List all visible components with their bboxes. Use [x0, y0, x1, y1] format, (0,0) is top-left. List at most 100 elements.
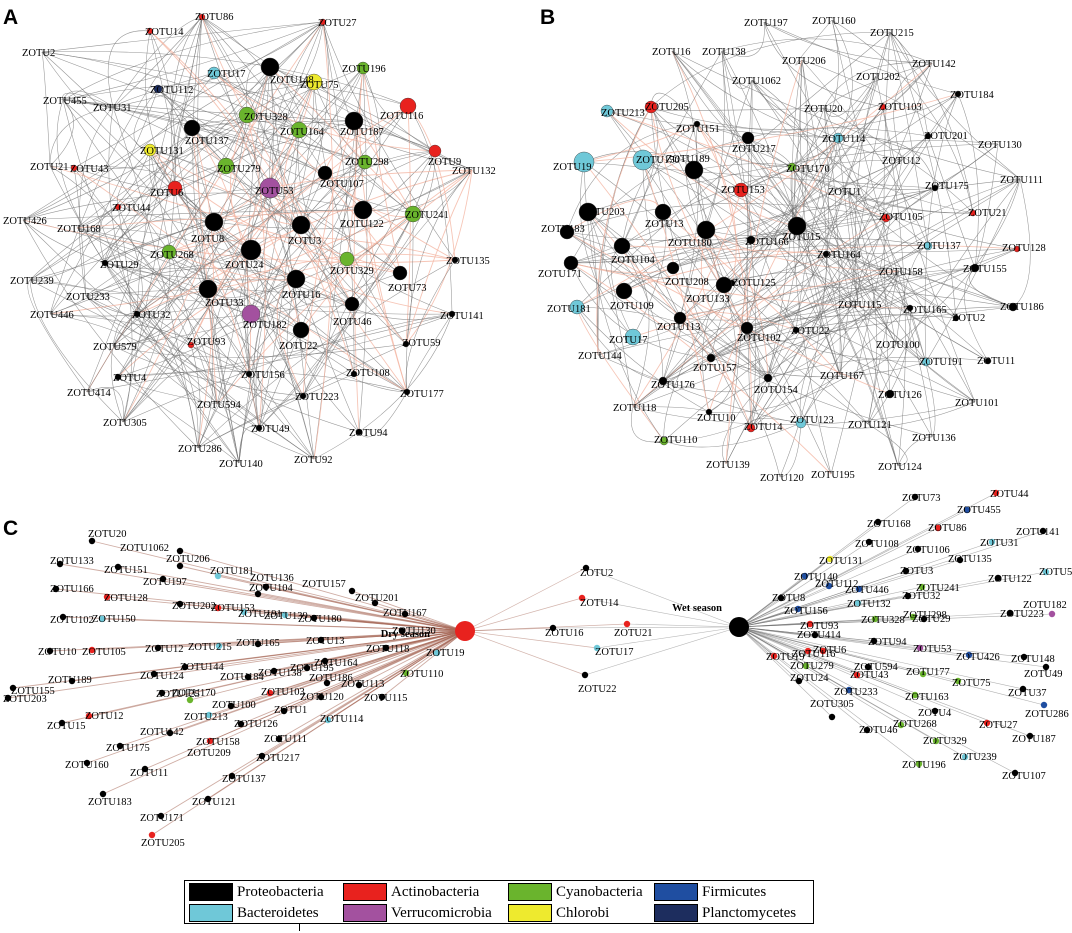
panel-c-edge: [61, 630, 466, 724]
panel-a-edge: [110, 313, 138, 423]
panel-a-edge: [112, 345, 304, 397]
panel-c-wet-node-zotu93: [806, 620, 814, 628]
panel-b-edge: [800, 401, 976, 429]
panel-c-wet-label-zotu426: ZOTU426: [956, 652, 1000, 663]
panel-c-dry-node-zotu215: [215, 642, 223, 650]
panel-b-node-zotu157: [706, 353, 716, 363]
panel-c-labels: ZOTU20ZOTU1062ZOTU133ZOTU151ZOTU206ZOTU1…: [3, 489, 1072, 849]
panel-a-edge: [49, 165, 240, 464]
dry-season-hub-label: Dry season: [381, 629, 430, 640]
panel-c-wet-label-zotu94: ZOTU94: [868, 637, 907, 648]
panel-b-node-zotu203: [578, 202, 598, 222]
panel-a-node-zotu298: [357, 154, 373, 170]
panel-c-dry-node-zotu166: [52, 585, 60, 593]
panel-a-edge: [104, 262, 199, 449]
panel-b-edge: [823, 75, 877, 117]
panel-c-edges: [7, 492, 1053, 836]
panel-c-wet-label-zotu223: ZOTU223: [1000, 609, 1044, 620]
panel-a-edge: [22, 219, 106, 264]
panel-a-edge: [62, 99, 209, 290]
panel-c-wet-node-zotu426: [965, 651, 973, 659]
panel-c-dry-node-zotu105: [88, 646, 96, 654]
panel-c-wet-label-zotu46: ZOTU46: [859, 725, 898, 736]
legend-item-chlorobi: Chlorobi: [508, 903, 609, 923]
panel-c-wet-node-zotu594: [864, 663, 872, 671]
panel-a-node-zotu187: [344, 111, 364, 131]
panel-a-edge: [201, 16, 326, 174]
panel-c-wet-label-zotu37: ZOTU37: [1008, 688, 1047, 699]
panel-c-dry-label-zotu205: ZOTU205: [141, 838, 185, 849]
panel-c-edge: [161, 630, 466, 694]
panel-b-edge: [751, 79, 974, 214]
panel-c-dry-node-zotu158: [206, 737, 214, 745]
panel-c-dry-label-zotu1: ZOTU1: [274, 705, 307, 716]
panel-c-wet-node-zotu329: [932, 737, 940, 745]
panel-c-edge: [464, 623, 628, 632]
panel-b-node-zotu154: [763, 373, 773, 383]
panel-b-node-zotu186: [1008, 302, 1018, 312]
panel-a-label-zotu112: ZOTU112: [150, 85, 193, 96]
panel-a-edge: [86, 387, 124, 423]
panel-a-edge: [62, 21, 324, 101]
panel-a-node-zotu9: [428, 144, 442, 158]
panel-c-edge: [7, 630, 466, 699]
panel-b-edge: [779, 422, 802, 478]
panel-c-edge: [738, 626, 970, 656]
panel-b-label-zotu130: ZOTU130: [978, 140, 1022, 151]
panel-a-label-zotu182: ZOTU182: [243, 320, 287, 331]
panel-a-edge: [104, 187, 271, 264]
panel-b-edge: [693, 146, 793, 171]
panel-c-dry-label-zotu19: ZOTU19: [426, 648, 465, 659]
panel-a-edge: [322, 21, 355, 375]
panel-a-label-zotu53: ZOTU53: [255, 186, 294, 197]
panel-b-edge: [662, 178, 1021, 382]
panel-c-dry-node-zotu217: [258, 752, 266, 760]
panel-c-letter: C: [3, 517, 18, 540]
panel-b-node-zotu166: [746, 235, 756, 245]
legend-swatch-firmicutes: [654, 883, 698, 901]
panel-a-edge: [49, 313, 250, 375]
panel-c-edge: [119, 630, 466, 747]
panel-a-edge: [149, 149, 302, 226]
panel-c-wet-node-zotu46: [863, 726, 871, 734]
panel-a-edge: [407, 105, 456, 261]
panel-a-label-zotu22: ZOTU22: [279, 341, 318, 352]
panel-b-label-zotu111: ZOTU111: [1000, 175, 1043, 186]
panel-c-wet-node-zotu94: [870, 637, 878, 645]
panel-b-label-zotu124: ZOTU124: [878, 462, 922, 473]
panel-a-edge: [362, 209, 408, 393]
panel-c-wet-label-zotu305: ZOTU305: [810, 699, 854, 710]
panel-b-edge: [825, 253, 897, 345]
panel-a-label-zotu46: ZOTU46: [333, 317, 372, 328]
panel-c-wet-node-zotu3: [902, 567, 910, 575]
panel-a-edge: [258, 213, 414, 429]
panel-a-label-zotu328: ZOTU328: [244, 112, 288, 123]
panel-b-edge: [847, 190, 899, 467]
panel-c-edge: [351, 590, 466, 632]
panel-b-label-zotu165: ZOTU165: [903, 305, 947, 316]
panel-b-node-zotu137: [923, 241, 933, 251]
panel-c-edge: [596, 626, 740, 649]
panel-b-label-zotu11: ZOTU11: [977, 356, 1015, 367]
panel-c-edge: [358, 630, 466, 686]
panel-a-label-zotu33: ZOTU33: [205, 298, 244, 309]
panel-a-label-zotu268: ZOTU268: [150, 250, 194, 261]
panel-a-edge: [133, 88, 159, 151]
panel-b-edge: [723, 284, 1014, 308]
panel-b-edge: [857, 187, 936, 305]
panel-c-dry-label-zotu180: ZOTU180: [298, 614, 342, 625]
panel-b-edge: [867, 178, 1021, 425]
panel-c-wet-label-zotu49: ZOTU49: [1024, 669, 1063, 680]
panel-a-edge: [157, 88, 414, 215]
panel-b-edge: [855, 31, 891, 305]
panel-c-wet-label-zotu132: ZOTU132: [847, 599, 891, 610]
panel-b-edge: [791, 166, 936, 190]
panel-c-wet-node-zotu223: [1006, 609, 1014, 617]
panel-a-edge: [49, 16, 203, 315]
panel-a-edge: [62, 99, 355, 122]
panel-a-edge: [197, 259, 456, 449]
panel-c-edge: [738, 626, 920, 765]
panel-b-label-zotu164: ZOTU164: [817, 250, 861, 261]
panel-a-label-zotu2: ZOTU2: [22, 48, 55, 59]
panel-a-edge: [295, 120, 357, 280]
